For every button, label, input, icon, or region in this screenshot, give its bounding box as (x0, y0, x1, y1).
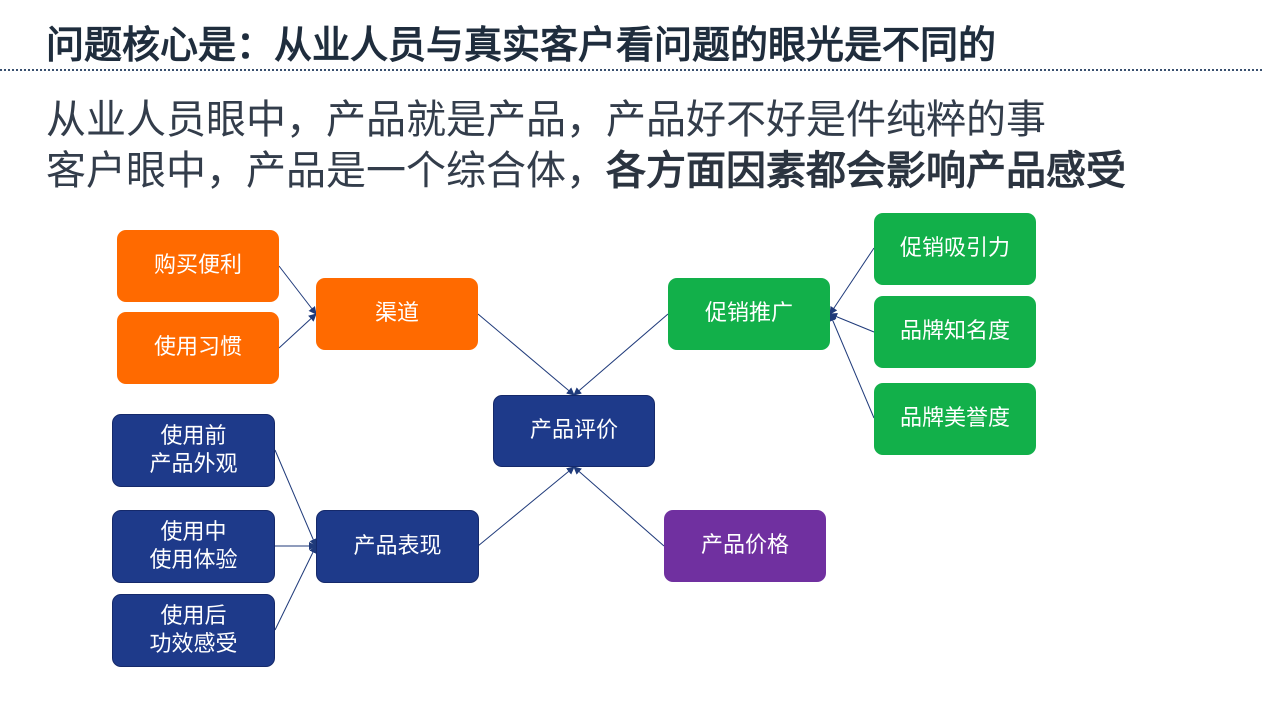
arrow-before-to-performance (274, 449, 317, 547)
title-divider (0, 69, 1262, 71)
node-product-evaluation: 产品评价 (493, 395, 655, 467)
slide-title: 问题核心是：从业人员与真实客户看问题的眼光是不同的 (46, 23, 997, 67)
arrow-channel-to-evaluation (477, 313, 575, 396)
node-after-use-line1: 使用后 (160, 603, 227, 629)
node-product-evaluation-label: 产品评价 (529, 418, 618, 443)
node-promotion: 促销推广 (668, 278, 830, 350)
node-purchase-convenience: 购买便利 (117, 230, 279, 302)
node-promo-attraction-label: 促销吸引力 (899, 236, 1010, 261)
node-during-use: 使用中 使用体验 (112, 510, 275, 583)
arrow-after-to-performance (274, 545, 317, 631)
arrow-reputation-to-promotion (829, 313, 875, 419)
node-product-performance: 产品表现 (316, 510, 479, 583)
node-purchase-convenience-label: 购买便利 (153, 253, 242, 278)
node-usage-habit-label: 使用习惯 (153, 335, 242, 360)
node-brand-reputation-label: 品牌美誉度 (899, 406, 1010, 431)
node-product-price-label: 产品价格 (700, 533, 789, 558)
arrow-price-to-evaluation (573, 466, 665, 547)
node-promotion-label: 促销推广 (704, 301, 793, 326)
node-promo-attraction: 促销吸引力 (874, 213, 1036, 285)
node-after-use-line2: 功效感受 (149, 631, 238, 657)
arrow-promotion-to-evaluation (573, 313, 669, 396)
node-usage-habit: 使用习惯 (117, 312, 279, 384)
node-product-price: 产品价格 (664, 510, 826, 582)
arrow-performance-to-evaluation (477, 466, 575, 547)
node-before-use: 使用前 产品外观 (112, 414, 275, 487)
arrow-purchase-to-channel (278, 265, 317, 315)
subtitle-line-2-regular: 客户眼中，产品是一个综合体， (46, 148, 606, 194)
subtitle-line-1: 从业人员眼中，产品就是产品，产品好不好是件纯粹的事 (46, 97, 1046, 143)
node-before-use-line2: 产品外观 (149, 451, 238, 477)
arrow-awareness-to-promotion (829, 312, 875, 333)
subtitle-line-2: 客户眼中，产品是一个综合体，各方面因素都会影响产品感受 (46, 138, 1126, 196)
node-product-performance-label: 产品表现 (353, 533, 442, 559)
node-brand-reputation: 品牌美誉度 (874, 383, 1036, 455)
node-after-use: 使用后 功效感受 (112, 594, 275, 667)
subtitle-line-2-bold: 各方面因素都会影响产品感受 (606, 148, 1126, 194)
node-during-use-line2: 使用体验 (149, 547, 238, 573)
arrow-attraction-to-promotion (829, 247, 875, 315)
node-before-use-line1: 使用前 (160, 423, 227, 449)
node-channel: 渠道 (316, 278, 478, 350)
node-brand-awareness-label: 品牌知名度 (899, 319, 1010, 344)
node-channel-label: 渠道 (374, 301, 419, 326)
arrow-habit-to-channel (278, 313, 317, 349)
node-during-use-line1: 使用中 (160, 519, 227, 545)
node-brand-awareness: 品牌知名度 (874, 296, 1036, 368)
